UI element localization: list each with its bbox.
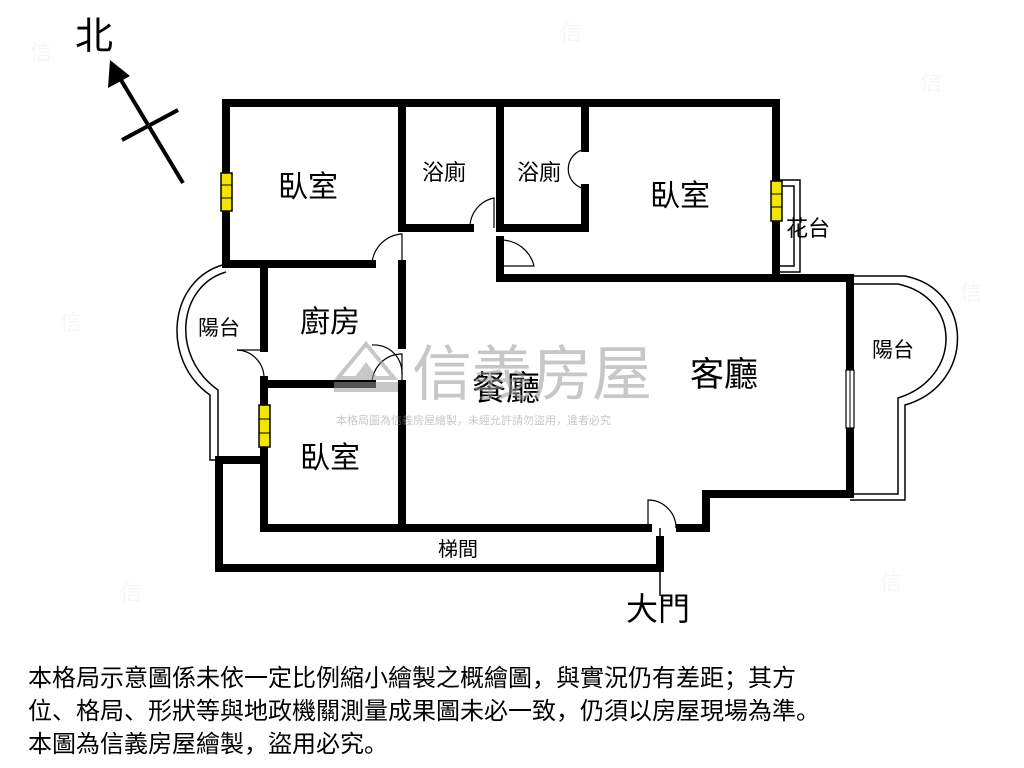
disclaimer-line-2: 位、格局、形狀等與地政機關測量成果圖未必一致，仍須以房屋現場為準。 [28,697,820,725]
north-compass: 北 [75,14,185,185]
watermark-brand: 信義房屋 [412,340,652,410]
svg-text:信: 信 [560,21,582,46]
balcony-east-label: 陽台 [872,338,914,362]
center-watermark: 信義房屋 本格局圖為信義房屋繪製，未經允許請勿盜用，違者必究 [333,340,652,427]
balcony-west-outline [176,263,227,461]
balcony-east-outline [850,275,959,501]
bath-1-label: 浴廁 [422,161,466,186]
house-logo-icon [333,340,399,392]
walls [215,99,854,572]
planter-label: 花台 [786,217,830,242]
kitchen-label: 廚房 [300,305,360,340]
disclaimer-line-1: 本格局示意圖係未依一定比例縮小繪製之概繪圖，與實況仍有差距；其方 [28,664,796,692]
svg-text:信: 信 [30,41,52,66]
bedroom-ne-label: 臥室 [650,179,710,214]
svg-text:信: 信 [120,581,142,606]
svg-text:信: 信 [960,281,982,306]
living-label: 客廳 [690,355,758,395]
bedroom-nw-label: 臥室 [278,170,338,205]
room-labels: 臥室 浴廁 浴廁 臥室 花台 陽台 廚房 餐廳 客廳 陽台 臥室 梯間 大門 [198,161,914,628]
background-watermark-pattern: 信 信 信 信 信 信 信 [30,21,982,606]
svg-text:信: 信 [880,571,902,596]
floor-plan: 信 信 信 信 信 信 信 北 [30,14,982,628]
watermark-caption: 本格局圖為信義房屋繪製，未經允許請勿盜用，違者必究 [336,413,611,427]
window-sw-bedroom [258,404,271,448]
stairwell-label: 梯間 [438,537,478,561]
bath-2-label: 浴廁 [517,161,561,186]
balcony-west-label: 陽台 [198,316,240,340]
window-nw-bedroom [220,172,233,212]
bedroom-sw-label: 臥室 [300,441,360,476]
windows [220,172,855,448]
main-door-label: 大門 [626,590,690,628]
svg-text:信: 信 [920,71,942,96]
svg-text:信: 信 [60,311,82,336]
disclaimer: 本格局示意圖係未依一定比例縮小繪製之概繪圖，與實況仍有差距；其方 位、格局、形狀… [28,662,1008,761]
disclaimer-line-3: 本圖為信義房屋繪製，盜用必究。 [28,730,388,758]
doors [236,149,677,596]
window-ne-bedroom [770,180,783,222]
dining-label: 餐廳 [472,369,540,409]
compass-north-label: 北 [75,14,113,58]
planter-outline [776,179,801,273]
